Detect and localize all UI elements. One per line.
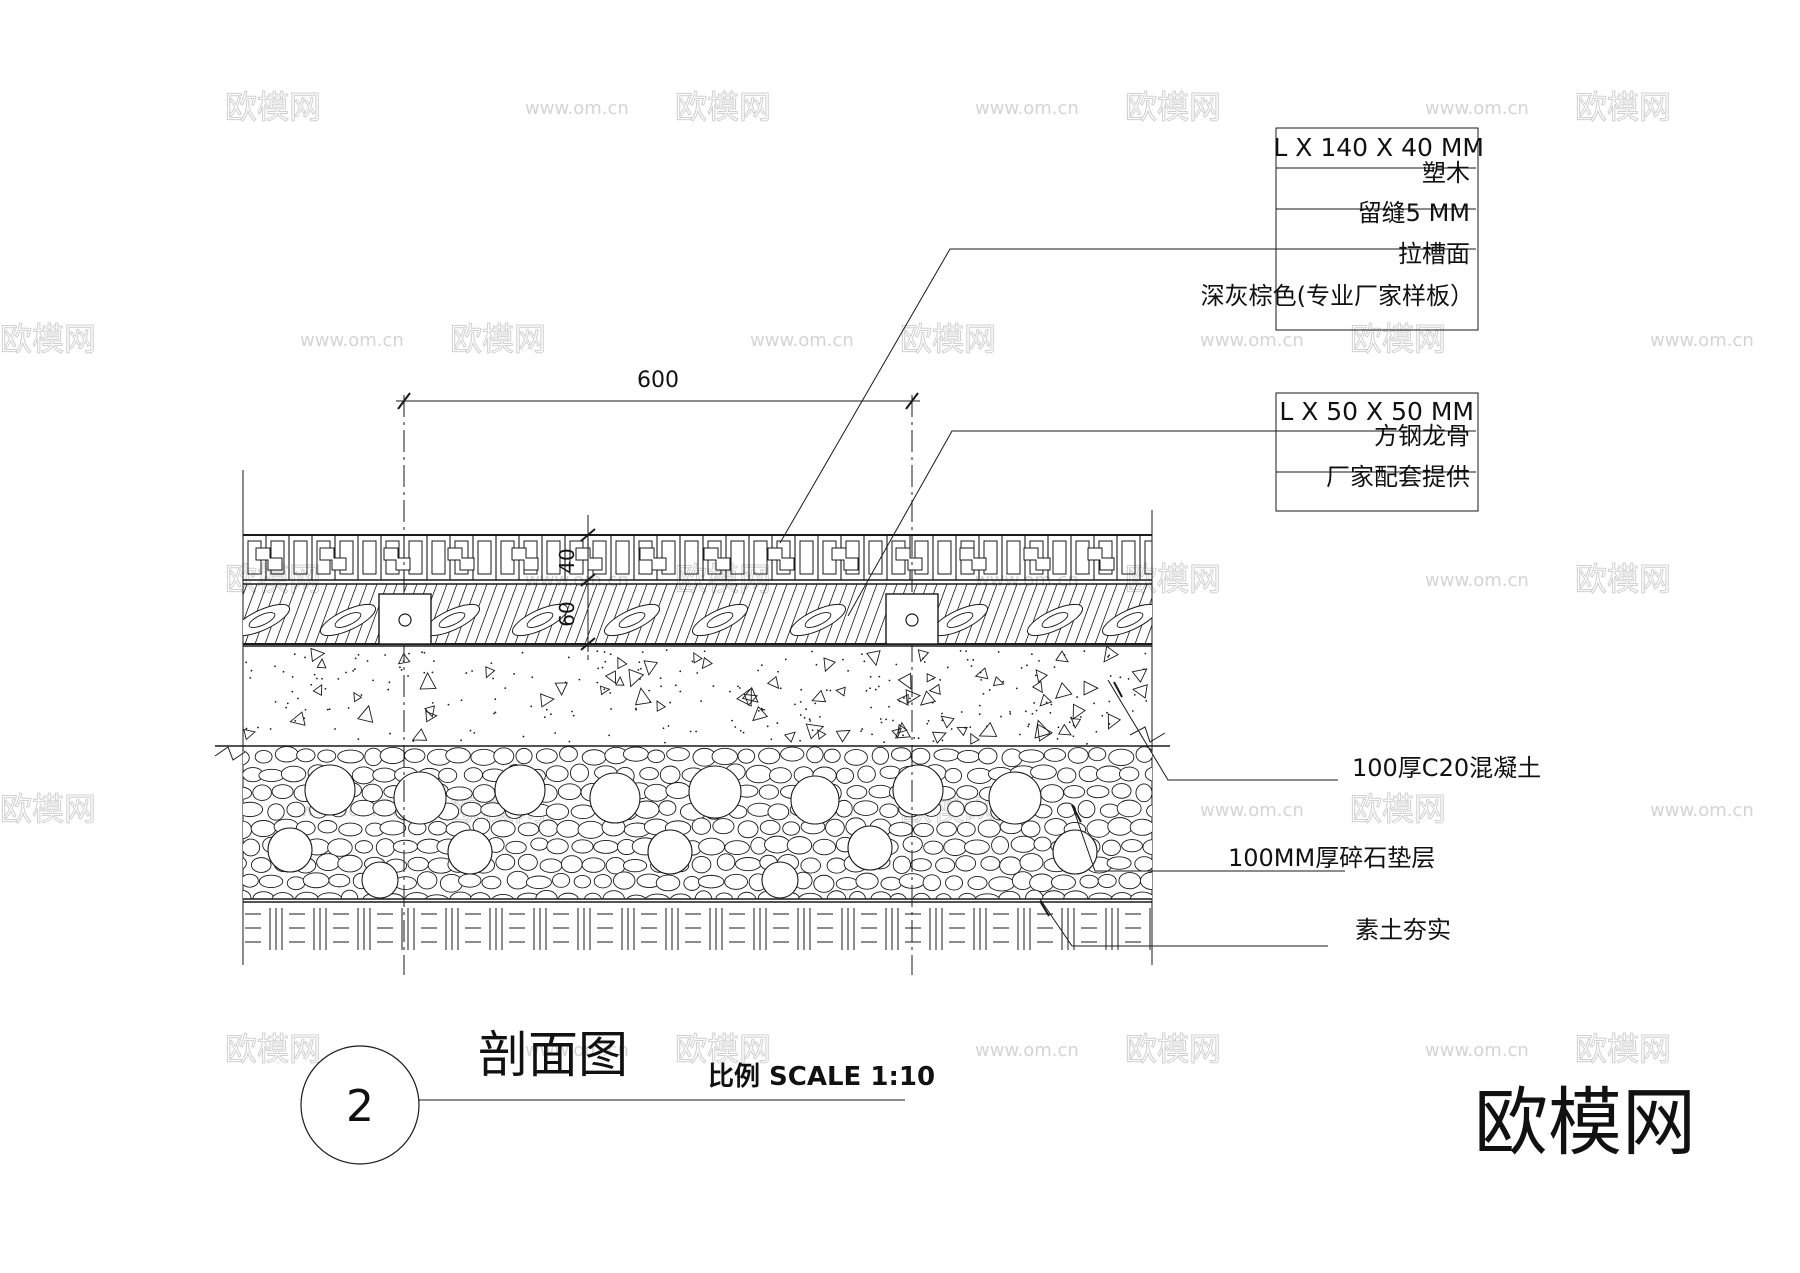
- steel-joist-left: [378, 593, 432, 645]
- title-block: 2 剖面图 比例 SCALE 1:10: [300, 1026, 935, 1165]
- decking-callout-line-5: 深灰棕色(专业厂家样板）: [1201, 282, 1474, 310]
- drawing-title: 剖面图: [478, 1026, 628, 1084]
- svg-text:欧模网: 欧模网: [0, 790, 96, 828]
- brand-logo: 欧模网: [1474, 1080, 1696, 1166]
- decking-callout-line-3: 留缝5 MM: [1358, 199, 1470, 227]
- svg-text:欧模网: 欧模网: [1575, 560, 1671, 598]
- svg-text:www.om.cn: www.om.cn: [525, 1040, 629, 1061]
- svg-text:www.om.cn: www.om.cn: [300, 330, 404, 351]
- svg-text:www.om.cn: www.om.cn: [975, 98, 1079, 119]
- decking-callout-line-2: 塑木: [1422, 159, 1470, 187]
- thickness-tick-top: [580, 528, 596, 542]
- svg-text:欧模网: 欧模网: [1125, 560, 1221, 598]
- drawing-scale: 比例 SCALE 1:10: [708, 1062, 935, 1092]
- svg-text:欧模网: 欧模网: [225, 1030, 321, 1068]
- decking-callout: L X 140 X 40 MM 塑木 留缝5 MM 拉槽面 深灰棕色(专业厂家样…: [779, 127, 1484, 544]
- svg-text:欧模网: 欧模网: [675, 1030, 771, 1068]
- svg-text:www.om.cn: www.om.cn: [1650, 800, 1754, 821]
- svg-text:www.om.cn: www.om.cn: [750, 330, 854, 351]
- svg-text:欧模网: 欧模网: [1125, 88, 1221, 126]
- svg-text:欧模网: 欧模网: [900, 320, 996, 358]
- detail-number: 2: [346, 1081, 374, 1132]
- span-dim-tick-right: [905, 392, 919, 410]
- detail-number-circle: [300, 1045, 420, 1165]
- svg-text:欧模网: 欧模网: [1350, 320, 1446, 358]
- break-mark-left: [214, 746, 246, 761]
- svg-text:欧模网: 欧模网: [1350, 790, 1446, 828]
- steel-joist-right: [885, 593, 939, 645]
- span-dim-tick-left: [397, 392, 411, 410]
- concrete-layer: [243, 646, 1148, 745]
- gravel-layer: [243, 746, 1152, 899]
- svg-text:www.om.cn: www.om.cn: [1425, 98, 1529, 119]
- svg-text:www.om.cn: www.om.cn: [1200, 800, 1304, 821]
- decking-callout-line-4: 拉槽面: [1398, 240, 1470, 268]
- concrete-callout: 100厚C20混凝土: [1107, 679, 1541, 782]
- thickness-tick-bottom: [580, 637, 596, 651]
- compacted-soil-layer: [245, 908, 1151, 950]
- joist-height-label: 60: [555, 601, 579, 626]
- gravel-label: 100MM厚碎石垫层: [1228, 844, 1435, 872]
- gravel-callout: 100MM厚碎石垫层: [1071, 804, 1435, 872]
- joist-callout-line-3: 厂家配套提供: [1326, 463, 1470, 491]
- svg-text:欧模网: 欧模网: [1125, 1030, 1221, 1068]
- decking-callout-line-1: L X 140 X 40 MM: [1273, 133, 1484, 162]
- svg-text:www.om.cn: www.om.cn: [525, 98, 629, 119]
- wpc-decking-layer: [243, 535, 1152, 580]
- svg-text:欧模网: 欧模网: [1575, 88, 1671, 126]
- svg-text:欧模网: 欧模网: [0, 320, 96, 358]
- deck-thickness-label: 40: [555, 548, 579, 573]
- joist-callout: L X 50 X 50 MM 方钢龙骨 厂家配套提供: [847, 392, 1479, 617]
- svg-text:欧模网: 欧模网: [450, 320, 546, 358]
- svg-text:www.om.cn: www.om.cn: [1650, 330, 1754, 351]
- svg-text:www.om.cn: www.om.cn: [1425, 570, 1529, 591]
- joist-callout-line-1: L X 50 X 50 MM: [1279, 397, 1474, 426]
- svg-text:www.om.cn: www.om.cn: [1200, 330, 1304, 351]
- svg-text:欧模网: 欧模网: [675, 88, 771, 126]
- joist-callout-line-2: 方钢龙骨: [1374, 422, 1470, 450]
- soil-label: 素土夯实: [1355, 916, 1451, 944]
- svg-text:欧模网: 欧模网: [1575, 1030, 1671, 1068]
- svg-text:www.om.cn: www.om.cn: [1425, 1040, 1529, 1061]
- break-mark-right: [1129, 726, 1166, 743]
- svg-text:www.om.cn: www.om.cn: [975, 1040, 1079, 1061]
- span-dimension-label: 600: [637, 368, 679, 393]
- thickness-tick-mid: [580, 573, 596, 587]
- svg-text:欧模网: 欧模网: [225, 88, 321, 126]
- soil-callout: 素土夯实: [1039, 898, 1451, 947]
- concrete-label: 100厚C20混凝土: [1352, 754, 1541, 782]
